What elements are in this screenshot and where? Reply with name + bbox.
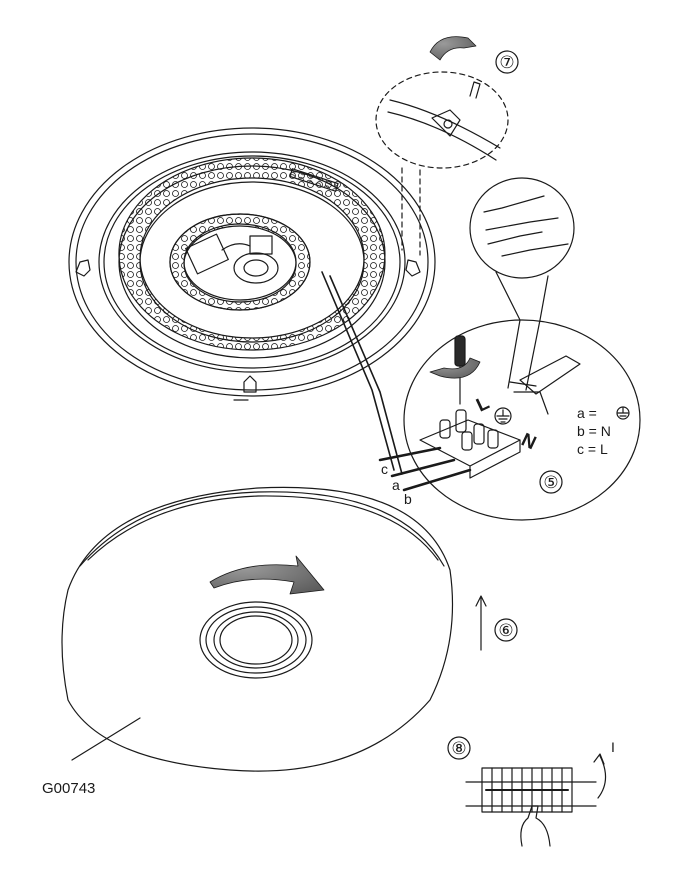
cable-bundle [321,271,403,475]
legend-a: a = [577,405,597,421]
step-6-marker: ⑥ [494,618,518,642]
legend-earth-icon [616,406,630,420]
cover-rotate-arrow-icon [209,555,325,595]
detail-terminal-block: L N c a b a = b = N c = L ⑤ [378,319,641,521]
wire-b-label: b [404,491,412,507]
mounting-bracket-right [405,259,421,277]
terminal-screws [439,409,499,451]
detail-wire-strip [469,177,575,391]
wire-c-label: c [381,461,388,477]
legend-b: b = N [577,423,611,439]
breaker-on-label: I [611,739,615,755]
up-arrow-icon [475,595,487,651]
hinge-bottom [233,375,257,401]
terminal-neutral-label: N [518,429,539,454]
step-8-marker: ⑧ [447,736,471,760]
step-6-label: ⑥ [498,621,513,640]
wire-a-label: a [392,477,400,493]
mounting-bracket-left [75,259,91,277]
diffuser-cover [61,486,454,772]
top-slot [289,168,339,192]
legend-c: c = L [577,441,608,457]
leader-line [71,717,141,761]
rotate-arrow-icon [429,36,477,61]
step-7-label: ⑦ [499,53,514,72]
hand-icon [520,805,551,847]
driver-module [185,233,279,284]
step-7-marker: ⑦ [495,50,519,74]
breaker-on-arrow-icon [593,753,607,799]
terminal-block [419,419,521,479]
led-ring-inner [169,213,311,311]
cover-center-ring [199,601,313,679]
step-5-marker: ⑤ [539,470,563,494]
wiring-legend: a = b = N c = L [577,405,630,457]
terminal-live-label: L [473,392,493,416]
earth-ground-icon [494,407,512,425]
led-ring-outer [118,157,386,359]
step-5-label: ⑤ [543,473,558,492]
breaker-panel [465,767,597,847]
figure-code: G00743 [42,780,95,797]
step-8-label: ⑧ [451,739,466,758]
detail-bracket-lock [375,71,509,256]
tighten-arrow-icon [429,357,481,379]
base-plate [68,127,436,475]
